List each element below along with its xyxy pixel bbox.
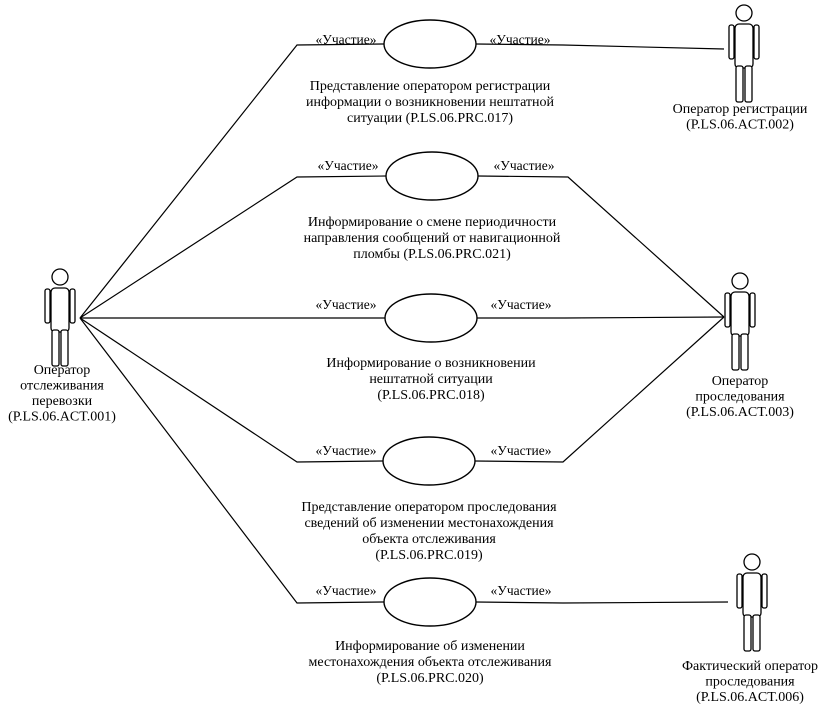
participation-label-right: «Участие» — [490, 32, 551, 47]
participation-label-left: «Участие» — [316, 443, 377, 458]
use-case-label: объекта отслеживания — [362, 532, 496, 547]
use-case-prc021 — [385, 151, 479, 201]
use-case-label: направления сообщений от навигационной — [304, 231, 561, 246]
association-left-prc017 — [79, 43, 385, 319]
use-case-label: сведений об изменении местонахождения — [304, 516, 554, 531]
use-case-label: Информирование о возникновении — [326, 356, 536, 371]
association-right-prc017 — [475, 43, 725, 50]
actor-label: Фактический оператор — [682, 659, 818, 674]
association-left-prc020 — [79, 317, 385, 604]
actor-label: проследования — [705, 675, 795, 690]
actor-label: Оператор — [712, 374, 769, 389]
actor-label: Оператор регистрации — [673, 102, 808, 117]
association-right-prc020 — [475, 601, 729, 604]
association-lines — [79, 43, 729, 604]
use-case-label: Информирование об изменении — [335, 639, 525, 654]
actor-actual-icon — [736, 553, 768, 652]
participation-label-left: «Участие» — [318, 158, 379, 173]
use-case-prc018 — [384, 293, 478, 343]
use-case-label: местонахождения объекта отслеживания — [309, 655, 552, 670]
actor-label: проследования — [695, 390, 785, 405]
use-case-label: (P.LS.06.PRC.020) — [376, 671, 484, 686]
actor-tracking-icon — [44, 268, 76, 367]
actor-label: (P.LS.06.ACT.002) — [686, 118, 794, 133]
actor-tracing-icon — [724, 272, 756, 371]
actor-label: (P.LS.06.ACT.001) — [8, 410, 116, 425]
use-case-label: ситуации (P.LS.06.PRC.017) — [347, 111, 513, 126]
association-right-prc021 — [477, 175, 725, 318]
association-left-prc019 — [79, 317, 384, 463]
use-case-label: информации о возникновении нештатной — [306, 95, 555, 110]
use-case-label: Представление оператором проследования — [301, 500, 557, 515]
use-case-label: (P.LS.06.PRC.018) — [377, 388, 485, 403]
actor-registration-icon — [728, 4, 760, 103]
actor-label: перевозки — [32, 394, 93, 409]
use-case-prc017 — [383, 19, 477, 69]
use-case-label: Информирование о смене периодичности — [308, 215, 557, 230]
participation-label-right: «Участие» — [491, 443, 552, 458]
labels: «Участие» «Участие» Представление оператор… — [8, 32, 818, 705]
association-right-prc019 — [474, 316, 725, 463]
actors — [44, 4, 768, 652]
use-case-label: пломбы (P.LS.06.PRC.021) — [353, 247, 511, 262]
actor-label: Оператор — [34, 363, 91, 378]
participation-label-left: «Участие» — [316, 583, 377, 598]
participation-label-right: «Участие» — [491, 297, 552, 312]
participation-label-right: «Участие» — [491, 583, 552, 598]
use-case-label: Представление оператором регистрации — [310, 79, 551, 94]
use-case-label: нештатной ситуации — [369, 372, 493, 387]
actor-label: (P.LS.06.ACT.006) — [696, 690, 804, 705]
use-cases — [382, 19, 479, 627]
use-case-prc020 — [383, 577, 477, 627]
use-case-prc019 — [382, 436, 476, 486]
association-right-prc018 — [477, 316, 725, 319]
actor-label: отслеживания — [20, 379, 104, 394]
actor-label: (P.LS.06.ACT.003) — [686, 405, 794, 420]
association-left-prc021 — [79, 175, 387, 319]
participation-label-left: «Участие» — [316, 297, 377, 312]
use-case-label: (P.LS.06.PRC.019) — [375, 548, 483, 563]
participation-label-left: «Участие» — [316, 32, 377, 47]
participation-label-right: «Участие» — [494, 158, 555, 173]
